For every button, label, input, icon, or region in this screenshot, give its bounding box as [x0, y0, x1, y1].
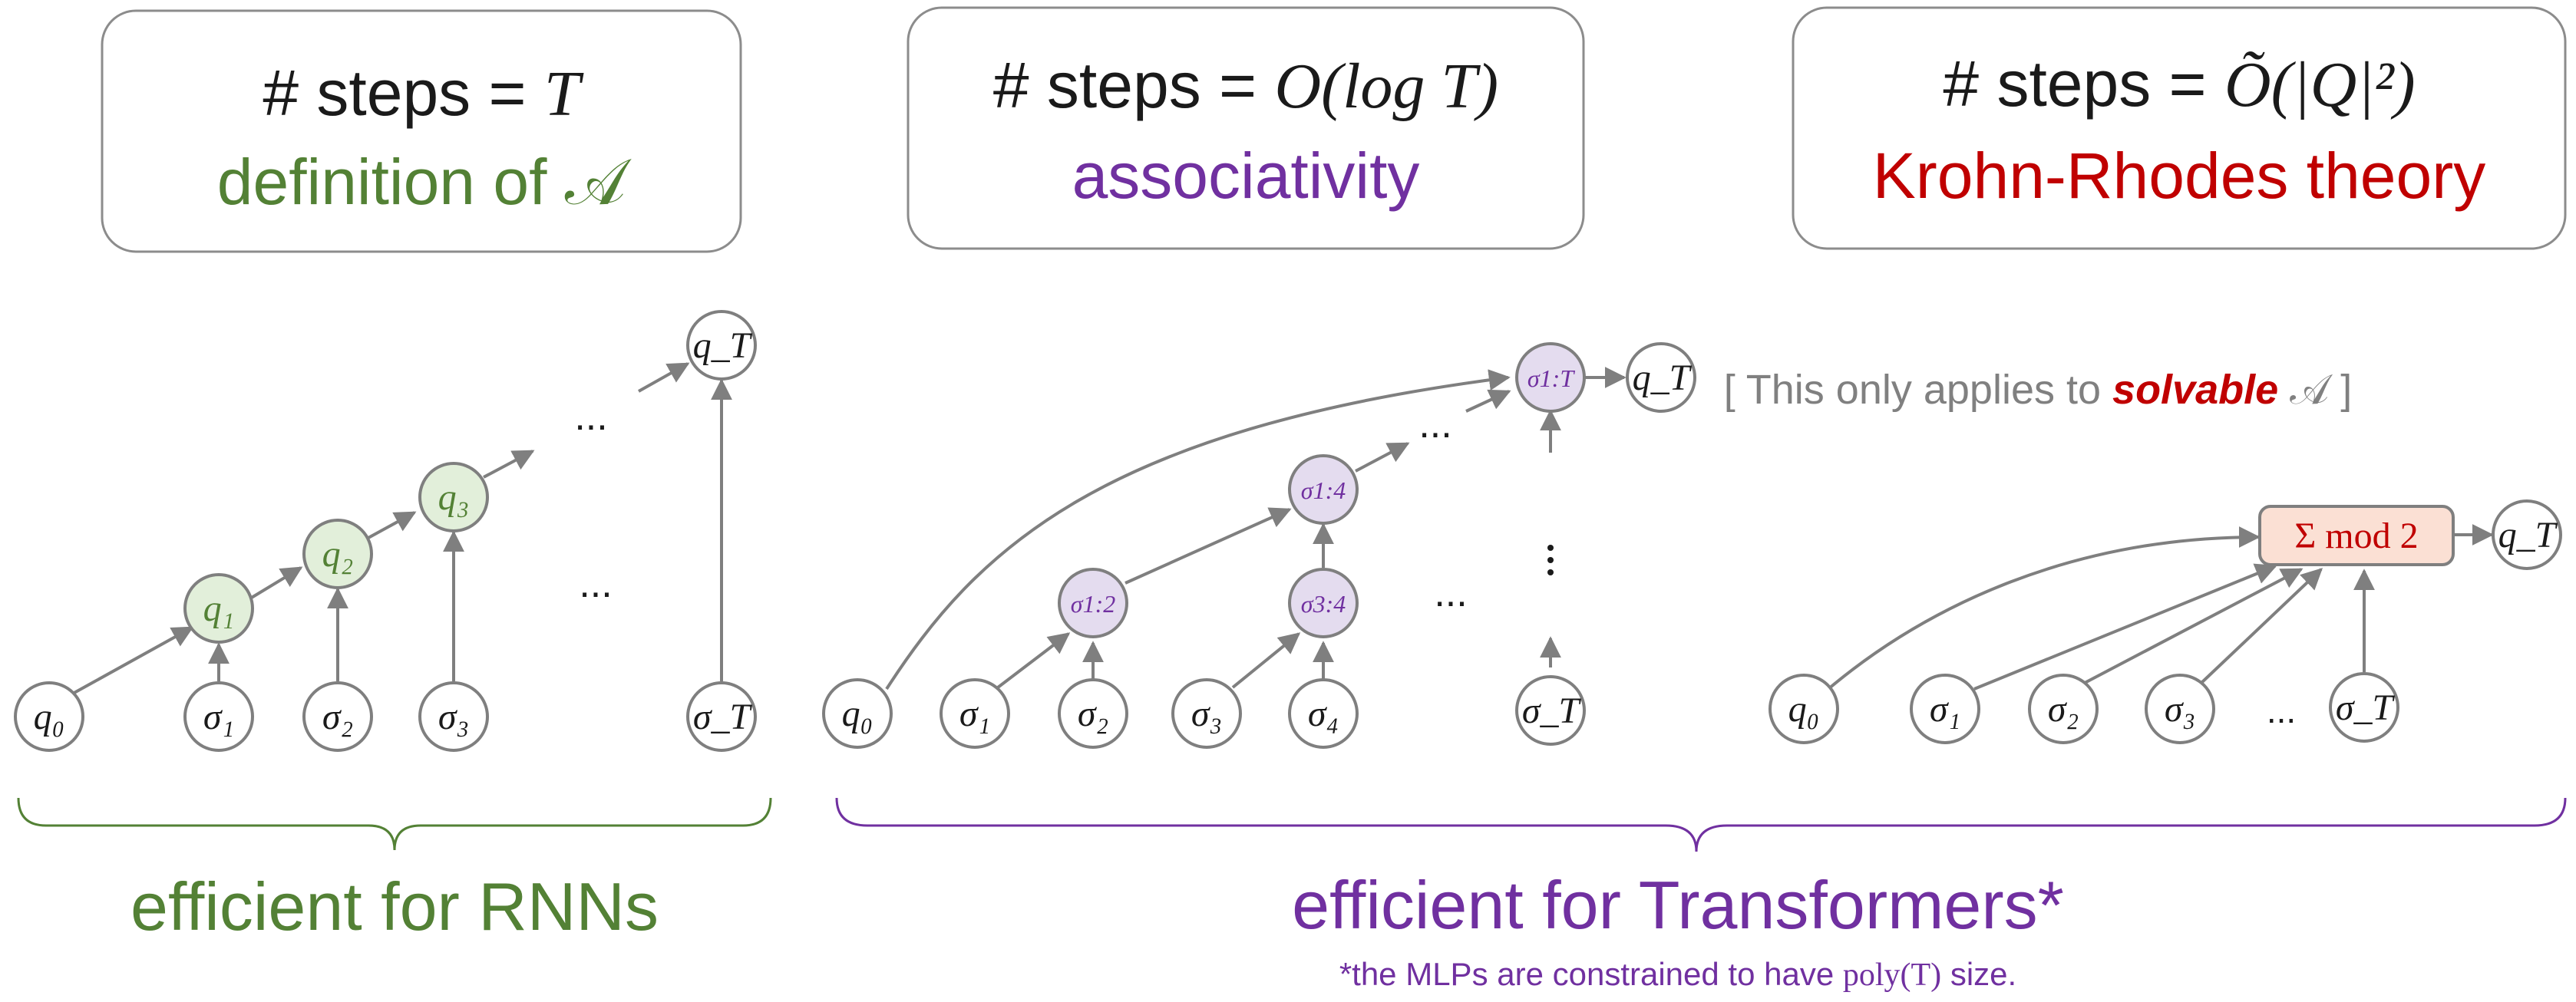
kr-node-sigmaT: σ_T [2329, 672, 2399, 743]
rnn-label: efficient for RNNs [130, 869, 659, 944]
svg-text:σ1:T: σ1:T [1527, 364, 1575, 392]
kr-note-emphasis: solvable [2112, 367, 2278, 413]
rnn-node-q1: q₁ [183, 573, 254, 644]
svg-text:q₀: q₀ [34, 697, 65, 737]
scan-node-q0: q₀ [822, 678, 893, 749]
footnote-poly: poly(T) [1843, 958, 1941, 993]
svg-text:σ₁: σ₁ [203, 697, 234, 737]
steps-prefix: # steps = [263, 57, 544, 129]
caption-associativity: associativity [1072, 140, 1420, 212]
svg-text:σ₄: σ₄ [1308, 694, 1339, 734]
scan-node-sigma-1-T: σ1:T [1515, 342, 1586, 413]
scan-node-sigma-1-2: σ1:2 [1058, 568, 1128, 638]
rnn-node-qT: q_T [686, 310, 757, 381]
svg-text:σ_T: σ_T [2336, 687, 2396, 728]
svg-text:σ₃: σ₃ [1191, 694, 1222, 734]
rnn-brace [17, 797, 772, 851]
steps-value: O(log T) [1274, 51, 1498, 122]
scan-node-sigma-3-4: σ3:4 [1288, 568, 1359, 638]
panel-rnn-header: # steps = T definition of 𝒜 [101, 9, 742, 253]
steps-prefix: # steps = [993, 49, 1275, 121]
svg-text:σ₁: σ₁ [1930, 689, 1960, 730]
rnn-ellipsis-row: ... [579, 562, 612, 606]
svg-text:σ₂: σ₂ [322, 697, 353, 737]
kr-node-sigma3: σ₃ [2145, 674, 2215, 744]
rnn-diagram: q₀ σ₁ σ₂ σ₃ σ_T q₁ q₂ q₃ q_T ... ... [14, 310, 757, 752]
svg-text:q₃: q₃ [438, 477, 470, 518]
scan-diagram: q₀ σ₁ σ₂ σ₃ σ₄ σ_T σ1:2 σ3:4 σ1:4 σ1:T q… [822, 342, 1696, 749]
steps-value: Õ(|Q|²) [2224, 49, 2416, 120]
svg-text:q_T: q_T [2498, 515, 2558, 555]
svg-text:# steps = Õ(|Q|²): # steps = Õ(|Q|²) [1943, 48, 2415, 120]
svg-text:q₂: q₂ [322, 534, 354, 575]
rnn-node-q2: q₂ [302, 519, 373, 589]
scan-node-sigmaT: σ_T [1515, 675, 1586, 746]
scan-node-sigma3: σ₃ [1171, 678, 1242, 749]
footnote: *the MLPs are constrained to have poly(T… [1339, 956, 2016, 993]
svg-text:σ1:2: σ1:2 [1071, 590, 1115, 618]
panel-assoc-header: # steps = O(log T) associativity [907, 6, 1585, 250]
transformer-label: efficient for Transformers* [1292, 867, 2064, 943]
rnn-node-sigma1: σ₁ [183, 681, 254, 752]
rnn-node-sigma2: σ₂ [302, 681, 373, 752]
svg-text:σ_T: σ_T [1522, 691, 1582, 731]
steps-value: T [544, 58, 584, 130]
svg-text:q_T: q_T [1633, 358, 1693, 398]
svg-text:σ₂: σ₂ [2048, 689, 2079, 730]
svg-text:q₁: q₁ [203, 588, 235, 629]
caption-krohn-rhodes: Krohn-Rhodes theory [1873, 140, 2485, 212]
scan-ellipsis-row: ... [1434, 571, 1467, 615]
kr-node-q0: q₀ [1769, 674, 1839, 744]
svg-text:σ₃: σ₃ [2165, 689, 2195, 730]
svg-text:σ3:4: σ3:4 [1301, 590, 1346, 618]
svg-text:# steps = O(log T): # steps = O(log T) [993, 49, 1498, 122]
transformer-brace [835, 797, 2567, 852]
svg-text:q₀: q₀ [1788, 689, 1820, 730]
kr-diagram: [ This only applies to solvable 𝒜 ] q₀ σ… [1724, 367, 2562, 744]
svg-text:σ₃: σ₃ [438, 697, 469, 737]
scan-node-qT: q_T [1626, 342, 1696, 413]
scan-node-sigma-1-4: σ1:4 [1288, 454, 1359, 525]
svg-text:σ₂: σ₂ [1078, 694, 1108, 734]
rnn-ellipsis-diagonal: ... [574, 394, 607, 439]
rnn-node-q3: q₃ [418, 462, 489, 532]
svg-text:σ_T: σ_T [693, 697, 753, 737]
kr-ellipsis: ... [2267, 691, 2296, 730]
panel-kr-header: # steps = Õ(|Q|²) Krohn-Rhodes theory [1792, 6, 2567, 250]
kr-sum-box: Σ mod 2 [2258, 505, 2455, 566]
svg-text:σ₁: σ₁ [959, 694, 990, 734]
scan-node-sigma4: σ₄ [1288, 678, 1359, 749]
scan-node-sigma1: σ₁ [940, 678, 1010, 749]
scan-ellipsis-diagonal: ... [1418, 402, 1451, 447]
svg-text:q_T: q_T [693, 325, 753, 366]
scan-node-sigma2: σ₂ [1058, 678, 1128, 749]
caption-definition: definition of 𝒜 [217, 146, 632, 218]
svg-text:σ1:4: σ1:4 [1301, 476, 1346, 504]
steps-prefix: # steps = [1943, 48, 2224, 120]
rnn-node-sigmaT: σ_T [686, 681, 757, 752]
svg-text:# steps = T: # steps = T [263, 57, 584, 130]
kr-node-qT: q_T [2492, 499, 2562, 570]
kr-note: [ This only applies to solvable 𝒜 ] [1724, 367, 2352, 413]
kr-box-label: Σ mod 2 [2294, 516, 2418, 556]
kr-node-sigma2: σ₂ [2028, 674, 2099, 744]
scan-vertical-ellipsis [1547, 545, 1554, 575]
kr-node-sigma1: σ₁ [1910, 674, 1980, 744]
rnn-node-sigma3: σ₃ [418, 681, 489, 752]
svg-text:q₀: q₀ [842, 694, 874, 734]
rnn-node-q0: q₀ [14, 681, 84, 752]
